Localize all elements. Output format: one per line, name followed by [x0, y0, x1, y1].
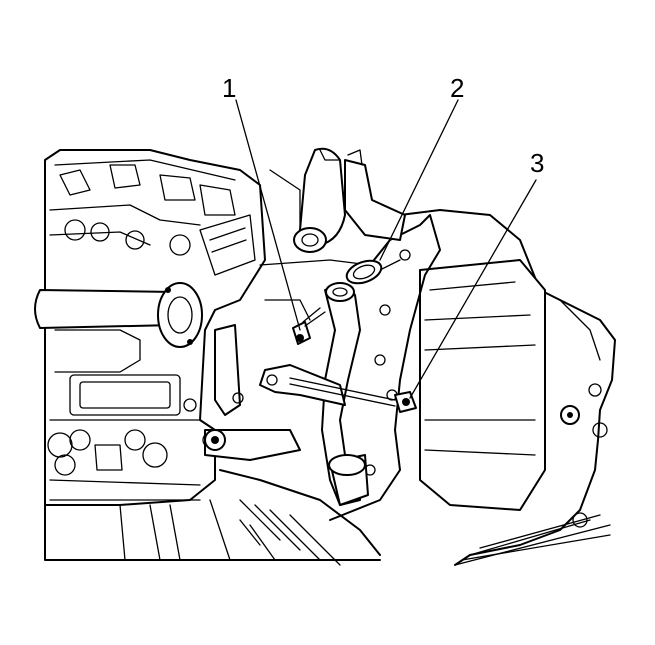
- callout-2-label: 2: [450, 73, 464, 103]
- leader-lines: [235, 99, 537, 399]
- transmission-case: [399, 209, 616, 566]
- coolant-hoses: [269, 147, 406, 253]
- lower-components: [44, 429, 381, 566]
- o-ring: [345, 259, 383, 285]
- bolt-1: [292, 307, 326, 345]
- cylinder-head: [44, 149, 266, 506]
- crossover-pipe: [34, 282, 203, 348]
- mounting-bracket: [214, 324, 346, 416]
- callout-3-label: 3: [530, 148, 544, 178]
- callout-1-label: 1: [222, 73, 236, 103]
